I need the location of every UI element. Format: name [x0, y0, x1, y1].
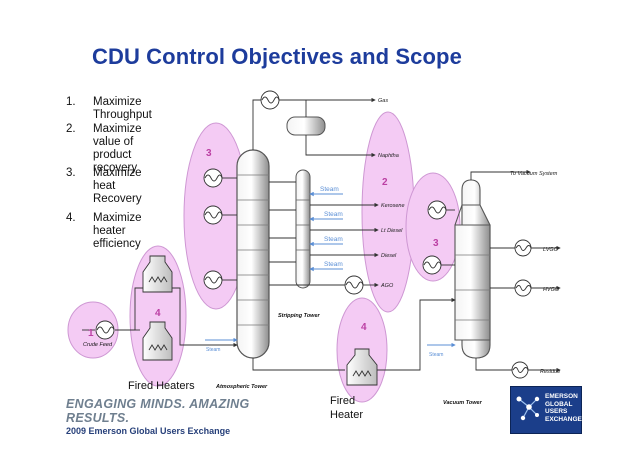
label-atmospheric-tower: Atmospheric Tower: [215, 384, 268, 390]
exchanger-icon: [344, 275, 364, 295]
label-stripping-tower: Stripping Tower: [278, 313, 321, 319]
label-fired-heater-line2: Heater: [330, 409, 363, 421]
exchanger-icon: [422, 255, 442, 275]
label-diesel: Diesel: [381, 253, 397, 259]
objective-number: 4.: [66, 212, 76, 224]
exchanger-icon: [514, 239, 532, 257]
exchanger-icon: [203, 270, 223, 290]
label-residue: Residue: [540, 369, 560, 375]
exchanger-icon: [260, 90, 280, 110]
fired-heaters: [142, 255, 378, 386]
product-labels: Gas Naphtha Kerosene Lt Diesel Diesel AG…: [378, 98, 560, 375]
steam-label: Steam: [324, 261, 343, 268]
footer-slogan-block: ENGAGING MINDS. AMAZING RESULTS. 2009 Em…: [66, 397, 316, 436]
label-gas: Gas: [378, 98, 388, 104]
exchanger-icon: [514, 279, 532, 297]
label-ago: AGO: [380, 283, 394, 289]
heater-icon: [346, 348, 378, 386]
steam-labels: Steam Steam Steam Steam Steam Steam: [206, 186, 443, 358]
label-lvgo: LVGO: [543, 247, 559, 253]
exchanger-icon: [203, 168, 223, 188]
steam-label: Steam: [206, 347, 220, 353]
zone-number: 3: [206, 148, 212, 159]
exchanger-icon: [427, 200, 447, 220]
objective-number: 2.: [66, 123, 76, 135]
zone-number: 3: [433, 238, 439, 249]
steam-lines: [205, 191, 456, 348]
label-vacuum-tower: Vacuum Tower: [443, 400, 483, 406]
objective-text: Maximize heater efficiency: [93, 212, 142, 250]
exchanger-icon: [95, 320, 115, 340]
heater-icon: [142, 255, 173, 293]
exchanger-icon: [511, 361, 529, 379]
zone-number: 1: [88, 328, 94, 339]
label-fired-heaters: Fired Heaters: [128, 380, 195, 392]
footer-slogan: ENGAGING MINDS. AMAZING RESULTS.: [66, 397, 250, 425]
label-fired-heater-line1: Fired: [330, 395, 355, 407]
emerson-exchange-logo: EMERSON GLOBAL USERS EXCHANGE: [510, 386, 582, 434]
steam-label: Steam: [320, 186, 339, 193]
heat-exchangers: [95, 90, 532, 379]
exchanger-icon: [203, 205, 223, 225]
steam-label: Steam: [324, 236, 343, 243]
zone-numbers: 1 2 3 3 4 4: [88, 148, 439, 339]
label-lt-diesel: Lt Diesel: [381, 228, 403, 234]
label-crude-feed: Crude Feed: [83, 342, 113, 348]
process-piping: [82, 97, 561, 373]
zone-2-ellipse: [361, 111, 415, 313]
slide-title: CDU Control Objectives and Scope: [92, 44, 462, 69]
zone-number: 2: [382, 177, 388, 188]
label-hvgo: HVGO: [543, 287, 560, 293]
stripping-tower: [295, 169, 311, 289]
objective-number: 1.: [66, 96, 76, 108]
objective-text: Maximize value of product recovery: [93, 123, 142, 174]
overhead-drum: [286, 116, 326, 136]
network-logo-icon: [516, 396, 540, 421]
footer-subtitle: 2009 Emerson Global Users Exchange: [66, 426, 231, 436]
vacuum-tower: [454, 179, 491, 359]
brand-words: EMERSON GLOBAL USERS EXCHANGE: [545, 393, 582, 423]
steam-label: Steam: [429, 352, 443, 358]
objective-text: Maximize heat Recovery: [93, 167, 142, 205]
label-naphtha: Naphtha: [378, 153, 399, 159]
objective-text: Maximize Throughput: [93, 96, 152, 121]
steam-label: Steam: [324, 211, 343, 218]
equipment-labels: Crude Feed Stripping Tower Atmospheric T…: [83, 313, 483, 421]
zone-number: 4: [155, 308, 161, 319]
label-to-vacuum: To Vacuum System: [510, 171, 558, 177]
heater-icon: [142, 321, 173, 361]
objective-number: 3.: [66, 167, 76, 179]
label-kerosene: Kerosene: [381, 203, 405, 209]
atmospheric-tower: [236, 149, 270, 359]
zone-number: 4: [361, 322, 367, 333]
